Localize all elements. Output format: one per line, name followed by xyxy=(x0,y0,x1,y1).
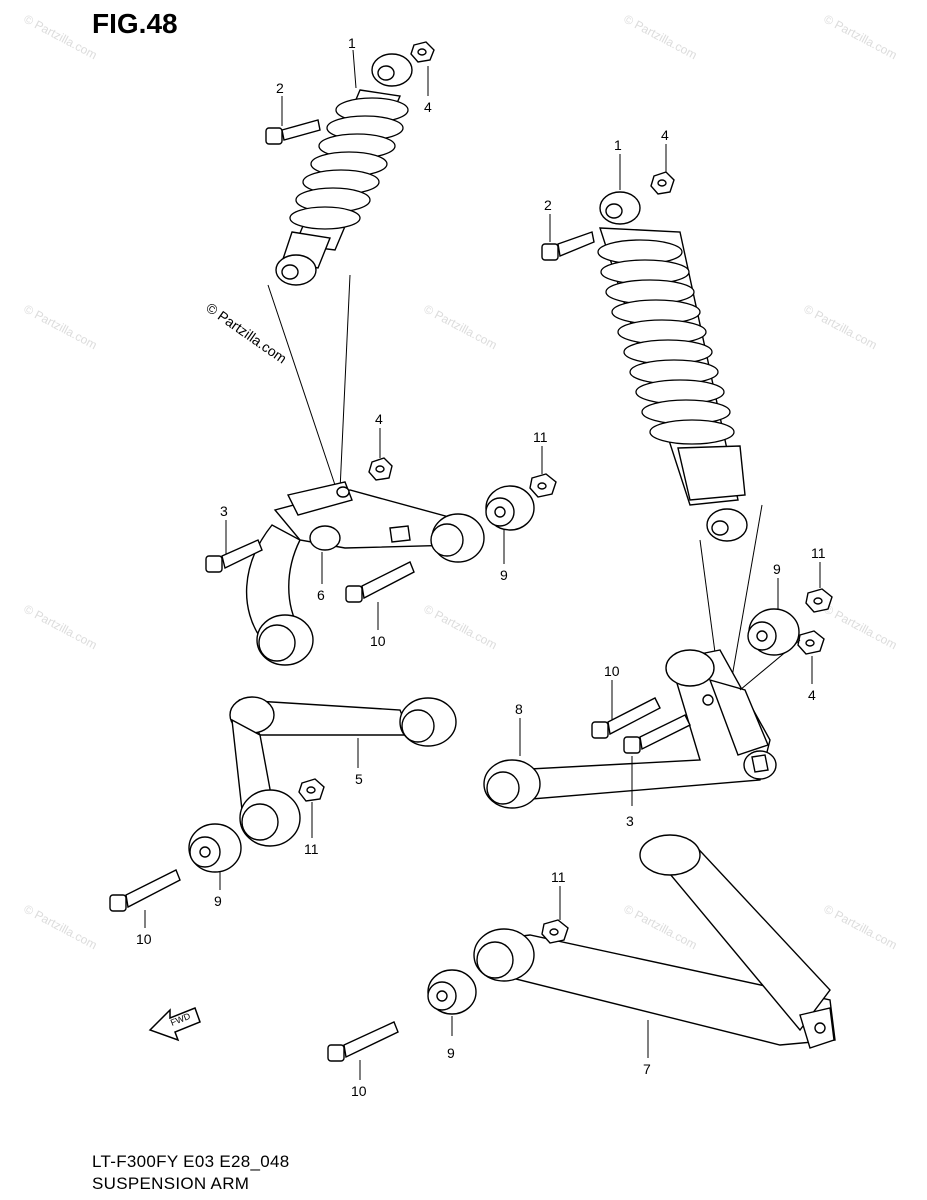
callout-10: 10 xyxy=(604,663,620,679)
callout-4: 4 xyxy=(661,127,669,143)
lower-arm-7[interactable] xyxy=(473,834,836,1049)
callout-10: 10 xyxy=(370,633,386,649)
callout-2: 2 xyxy=(276,80,284,96)
callout-11: 11 xyxy=(304,841,319,857)
bolt-10-right-upper[interactable] xyxy=(591,697,661,739)
bushing-9-left-upper[interactable] xyxy=(485,485,535,531)
nut-11-right-upper[interactable] xyxy=(805,588,833,613)
bolt-10-left-lower[interactable] xyxy=(109,869,181,912)
nut-11-right-lower[interactable] xyxy=(541,919,569,944)
callout-7: 7 xyxy=(643,1061,651,1077)
callout-11: 11 xyxy=(811,545,826,561)
callout-3: 3 xyxy=(626,813,634,829)
callouts: 1 2 4 4 11 3 6 9 10 1 4 2 11 9 10 4 8 3 xyxy=(136,35,826,1099)
callout-2: 2 xyxy=(544,197,552,213)
nut-4-left-mid[interactable] xyxy=(368,457,393,481)
copyright-stamp: © Partzilla.com xyxy=(203,299,289,366)
shock-absorber-right[interactable] xyxy=(597,191,748,542)
callout-9: 9 xyxy=(773,561,781,577)
nut-4-right-top[interactable] xyxy=(650,171,675,195)
bolt-3-left[interactable] xyxy=(205,539,263,573)
nut-4-left-top[interactable] xyxy=(410,41,435,63)
callout-9: 9 xyxy=(214,893,222,909)
callout-4: 4 xyxy=(424,99,432,115)
nut-4-right-mid[interactable] xyxy=(797,630,825,655)
bushing-9-right-lower[interactable] xyxy=(427,969,477,1015)
figure-title: FIG.48 xyxy=(92,8,178,39)
bolt-3-right[interactable] xyxy=(623,714,691,754)
callout-1: 1 xyxy=(348,35,356,51)
callout-10: 10 xyxy=(351,1083,367,1099)
callout-9: 9 xyxy=(447,1045,455,1061)
callout-4: 4 xyxy=(808,687,816,703)
model-code: LT-F300FY E03 E28_048 xyxy=(92,1152,290,1171)
callout-9: 9 xyxy=(500,567,508,583)
shock-absorber-left[interactable] xyxy=(275,53,413,286)
bolt-2-left[interactable] xyxy=(265,119,321,145)
upper-arm-8[interactable] xyxy=(483,649,777,809)
callout-11: 11 xyxy=(551,869,566,885)
lower-arm-5[interactable] xyxy=(229,696,457,847)
nut-11-left-lower[interactable] xyxy=(298,778,325,802)
callout-3: 3 xyxy=(220,503,228,519)
callout-8: 8 xyxy=(515,701,523,717)
bolt-2-right[interactable] xyxy=(541,231,595,261)
bushing-9-right-upper[interactable] xyxy=(747,608,800,656)
nut-11-left[interactable] xyxy=(529,473,557,498)
bushing-9-left-lower[interactable] xyxy=(188,823,242,873)
upper-arm-6[interactable] xyxy=(245,481,485,666)
callout-5: 5 xyxy=(355,771,363,787)
callout-4: 4 xyxy=(375,411,383,427)
section-name: SUSPENSION ARM xyxy=(92,1174,250,1193)
callout-11: 11 xyxy=(533,429,548,445)
forward-direction-arrow: FWD xyxy=(148,1007,201,1042)
bolt-10-right-lower[interactable] xyxy=(327,1021,399,1062)
callout-10: 10 xyxy=(136,931,152,947)
callout-6: 6 xyxy=(317,587,325,603)
callout-1: 1 xyxy=(614,137,622,153)
bolt-10-left-upper[interactable] xyxy=(345,561,415,603)
